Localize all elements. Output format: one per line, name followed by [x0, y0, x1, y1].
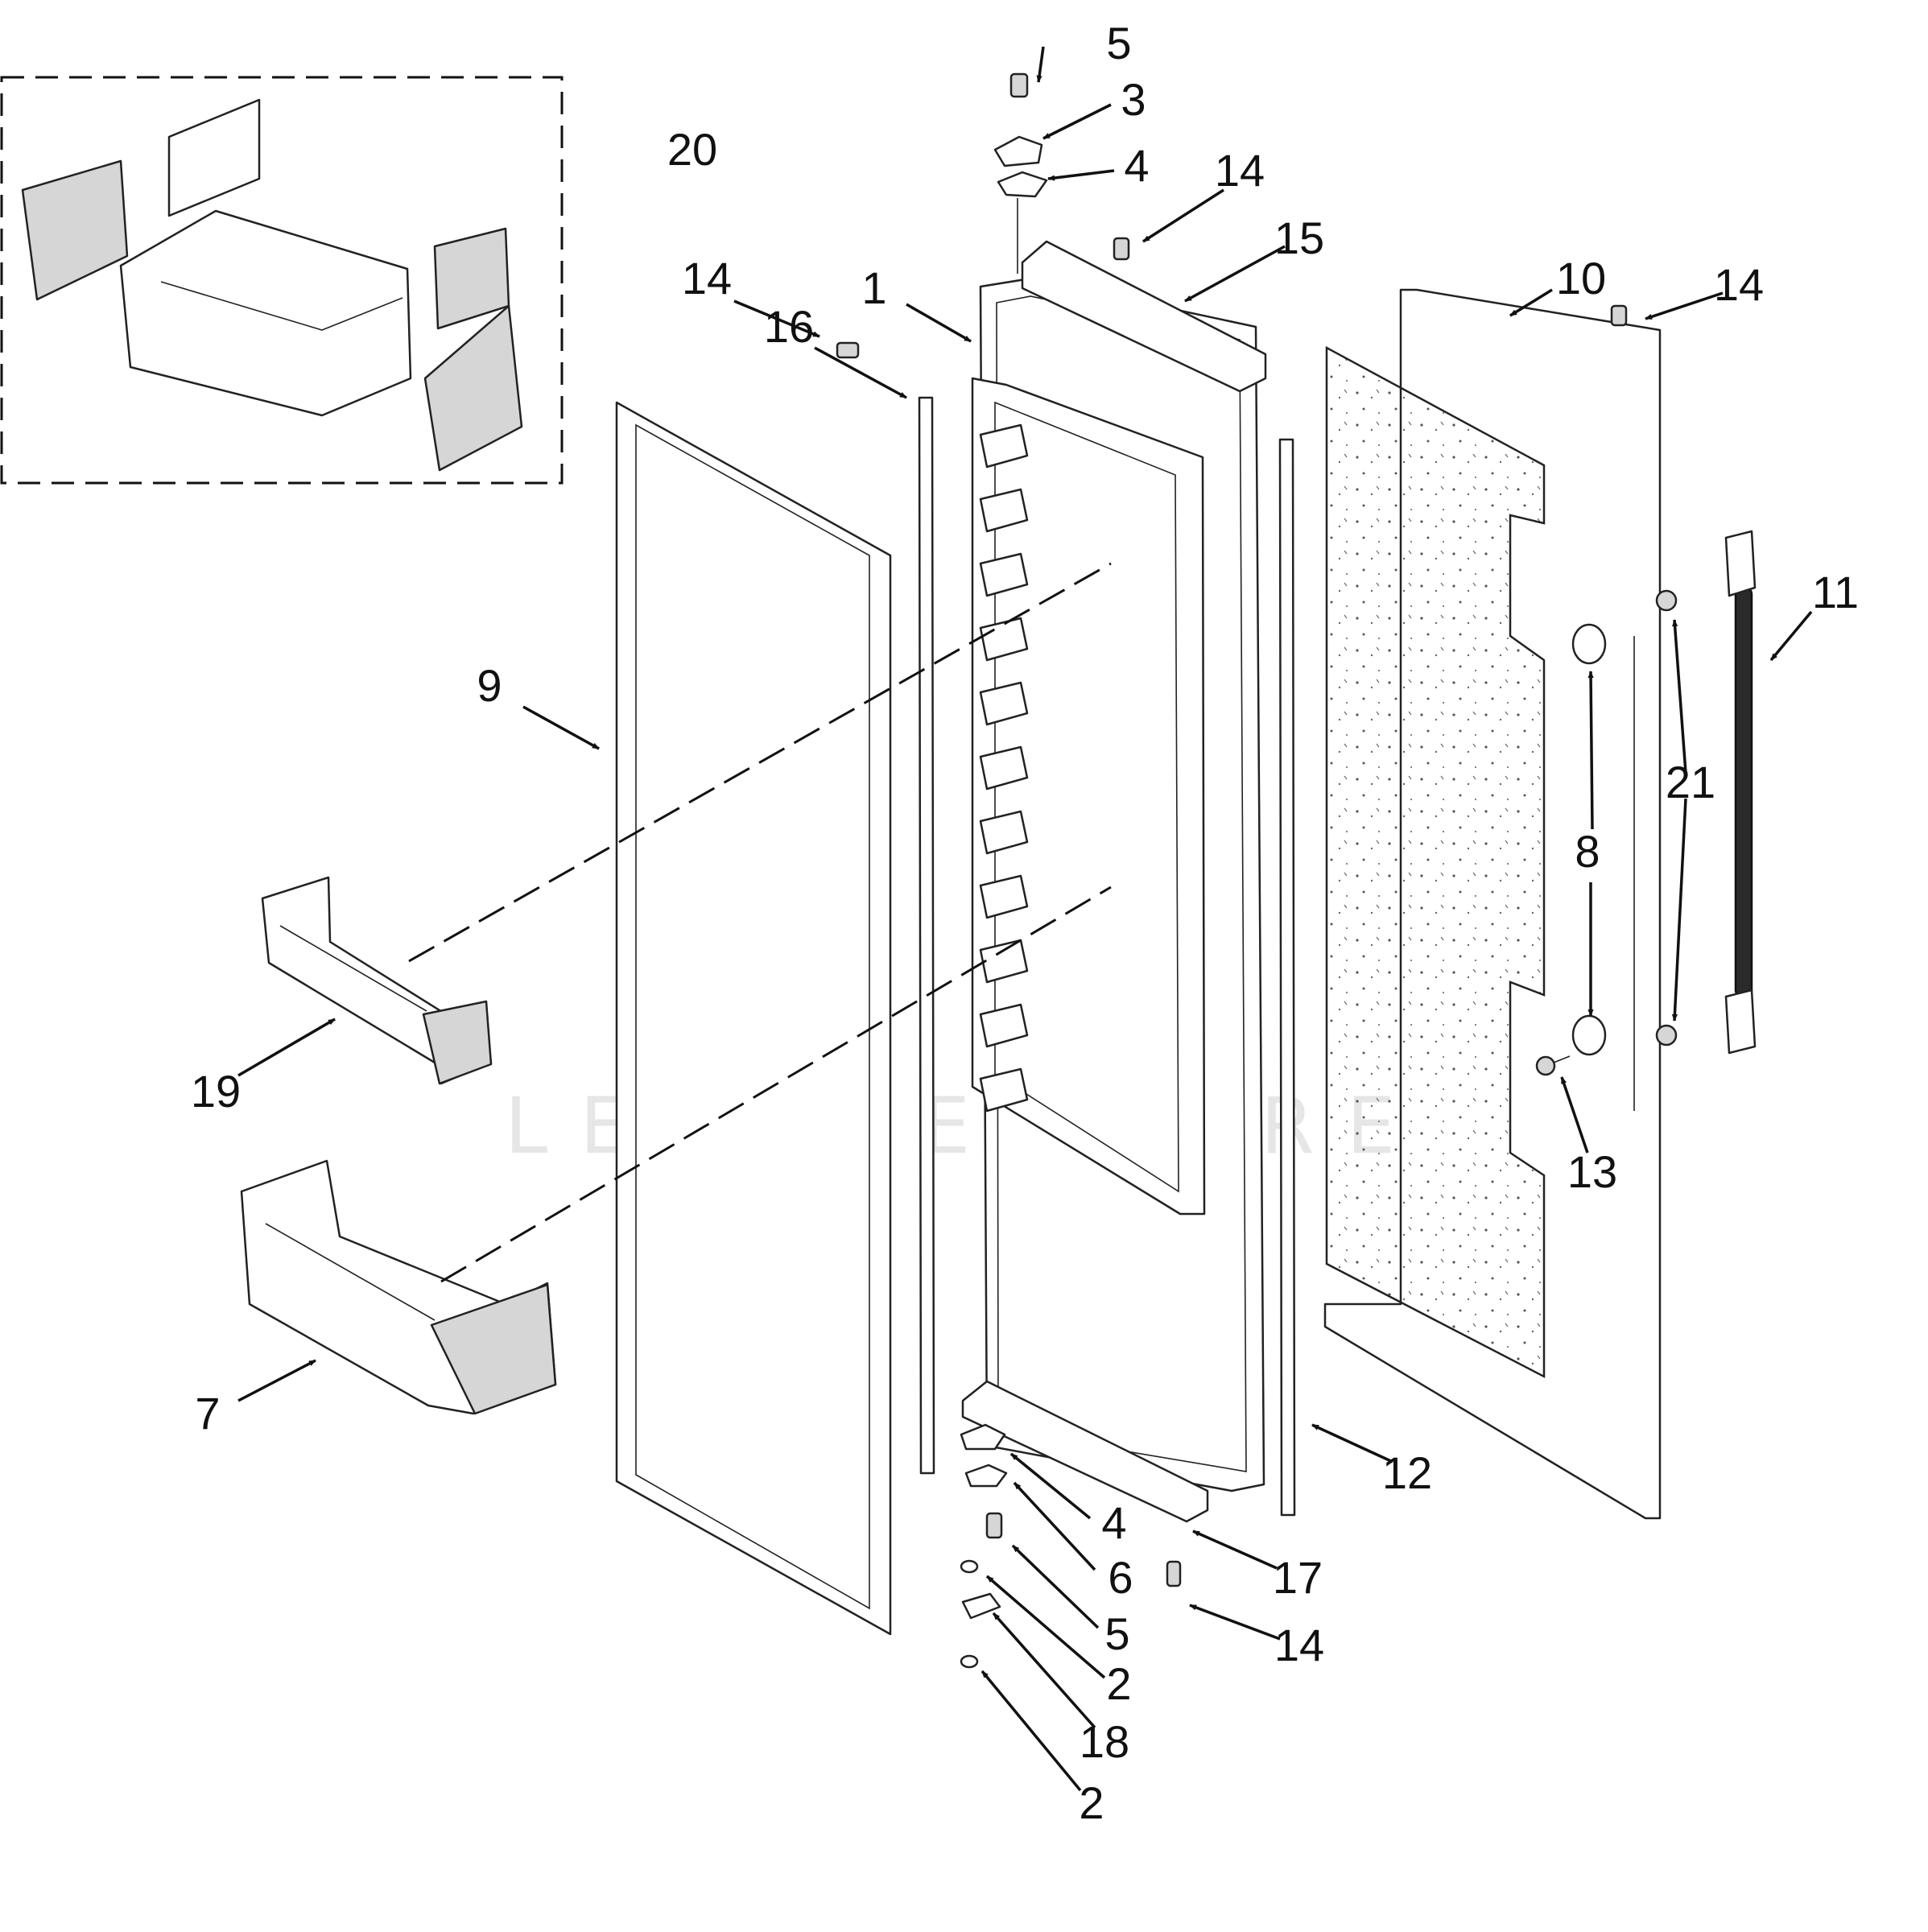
leader-arrow [1311, 1423, 1393, 1463]
callout-14: 14 [1714, 259, 1764, 310]
callout-labels: 1 2 2 3 4 4 5 5 6 7 8 9 10 11 12 13 14 1… [191, 18, 1859, 1828]
callout-20: 20 [667, 124, 717, 175]
part-16-gasket-strip [918, 396, 935, 1475]
shelf-rib [979, 1003, 1029, 1048]
callout-10: 10 [1556, 253, 1606, 303]
bottom-hinge-hardware [960, 1423, 1182, 1669]
callout-13: 13 [1567, 1146, 1617, 1197]
part-9-door-liner [615, 401, 892, 1636]
part-8-hole-plugs [1571, 623, 1607, 1056]
leader-arrow [1009, 1452, 1092, 1520]
part-7-door-bin-large [240, 1159, 557, 1415]
part-13-screw [1535, 1055, 1571, 1076]
assembly-lines [408, 562, 1112, 1283]
top-hinge-hardware [836, 72, 1628, 359]
shelf-rib [979, 874, 1029, 919]
leader-arrow [1645, 291, 1724, 320]
part-20-bin-kit [0, 76, 564, 485]
leader-arrow [1142, 188, 1224, 243]
callout-2: 2 [1079, 1777, 1104, 1828]
leader-arrow [992, 1612, 1096, 1729]
door-shelf-ribs [979, 423, 1029, 1113]
shelf-rib [979, 1067, 1029, 1113]
callout-2: 2 [1106, 1658, 1131, 1709]
leader-arrow [1184, 245, 1286, 303]
leader-arrow [1587, 671, 1594, 830]
leader-arrow [1769, 610, 1813, 662]
callout-4: 4 [1101, 1497, 1126, 1548]
shelf-rib [979, 810, 1029, 855]
leader-arrow [237, 1359, 316, 1402]
callout-9: 9 [477, 660, 502, 711]
callout-14: 14 [682, 253, 732, 303]
shelf-rib [979, 745, 1029, 791]
shelf-rib [979, 939, 1029, 984]
shelf-rib [979, 681, 1029, 726]
leader-arrow [237, 1018, 336, 1077]
leader-arrows [237, 46, 1813, 1792]
callout-21: 21 [1666, 757, 1715, 807]
callout-1: 1 [861, 262, 886, 313]
leader-arrow [1671, 798, 1687, 1022]
callout-4: 4 [1124, 140, 1149, 191]
leader-arrow [522, 705, 600, 750]
part-17-bottom-bracket [961, 1380, 1209, 1523]
leader-arrow [1189, 1604, 1281, 1641]
leader-arrow [1672, 619, 1687, 774]
leader-arrow [1509, 288, 1553, 317]
callout-5: 5 [1106, 18, 1131, 68]
leader-arrow [985, 1575, 1106, 1679]
shelf-rib [979, 423, 1029, 469]
callout-15: 15 [1274, 213, 1324, 263]
leader-arrow [1036, 46, 1045, 83]
part-19-door-bin-small [261, 876, 493, 1085]
callout-11: 11 [1812, 567, 1859, 617]
shelf-rib [979, 552, 1029, 597]
callout-17: 17 [1273, 1552, 1323, 1603]
leader-arrow [981, 1670, 1082, 1792]
leader-arrow [1013, 1481, 1096, 1571]
callout-7: 7 [195, 1388, 220, 1439]
part-21-handle-screws [1655, 589, 1678, 1046]
leader-arrow [1192, 1530, 1278, 1570]
leader-arrow [733, 299, 820, 338]
callout-16: 16 [764, 301, 814, 352]
callout-14: 14 [1274, 1620, 1324, 1670]
callout-12: 12 [1382, 1447, 1432, 1498]
callout-5: 5 [1104, 1608, 1129, 1659]
callout-18: 18 [1080, 1716, 1129, 1767]
callout-14: 14 [1215, 145, 1265, 196]
leader-arrow [1560, 1076, 1589, 1154]
part-12-gasket-strip [1278, 438, 1296, 1517]
leader-arrow [1047, 169, 1115, 181]
part-10-outer-door-panel [1323, 288, 1662, 1520]
leader-arrow [1042, 103, 1112, 140]
part-11-door-handle [1724, 530, 1757, 1055]
shelf-rib [979, 488, 1029, 533]
callout-8: 8 [1575, 826, 1600, 877]
leader-arrow [906, 303, 972, 343]
leader-arrow [814, 346, 907, 399]
part-1-door-frame [971, 277, 1265, 1492]
leader-arrow [1011, 1544, 1100, 1629]
callout-19: 19 [191, 1066, 241, 1117]
callout-3: 3 [1121, 74, 1146, 125]
callout-6: 6 [1108, 1552, 1133, 1603]
part-15-top-bracket [1021, 240, 1267, 393]
